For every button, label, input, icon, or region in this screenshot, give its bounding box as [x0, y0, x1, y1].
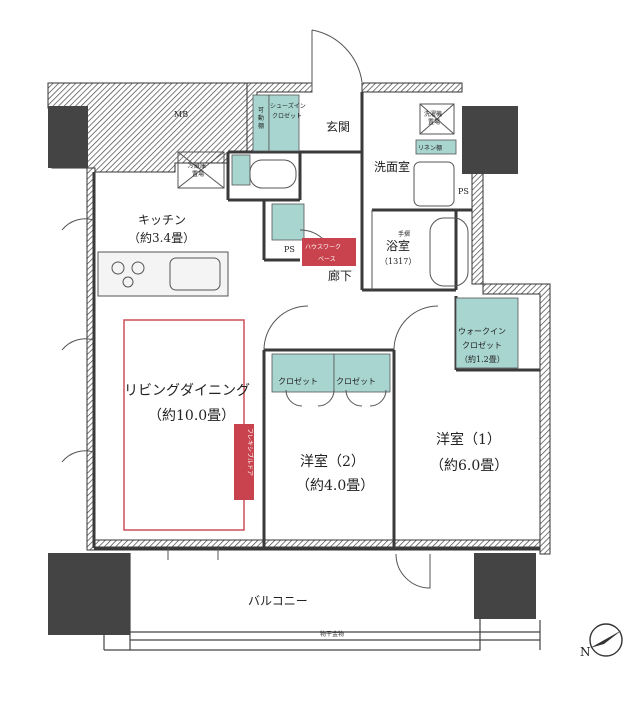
hallway-label: 廊下	[328, 268, 352, 283]
closets	[231, 94, 519, 393]
western2-size-label: （約4.0畳）	[296, 478, 374, 494]
housework-label-2: ベース	[318, 256, 336, 263]
closet-b-label: クロゼット	[336, 376, 376, 386]
flexible-door-box	[234, 424, 254, 500]
stove-burner-icon	[122, 276, 134, 288]
fridge-space-label-2: 置場	[192, 170, 204, 178]
walkin-label-1: ウォークイン	[458, 327, 506, 336]
fixtures	[97, 103, 469, 297]
housework-label-1: ハウスワーク	[305, 243, 341, 251]
western1-size-label: （約6.0畳）	[430, 458, 508, 474]
exterior-walls	[47, 82, 551, 555]
structural-columns	[48, 106, 536, 635]
shoes-closet-label-2: クロゼット	[272, 112, 302, 120]
balcony-label: バルコニー	[248, 594, 308, 608]
handrail-label: 手摺	[398, 230, 410, 238]
mb-label: MB	[174, 110, 188, 119]
sink-icon	[169, 257, 221, 291]
bathtub-icon	[429, 217, 469, 287]
bath-size-label: （1317）	[380, 257, 416, 266]
fridge-space-label-1: 冷蔵庫	[188, 162, 206, 170]
door-swings	[263, 29, 439, 589]
north-compass: N	[580, 623, 623, 659]
walkin-label-3: （約1.2畳）	[460, 354, 505, 364]
western1-label: 洋室（1）	[436, 431, 501, 448]
ps-hall-label: PS	[284, 245, 295, 254]
living-size-label: （約10.0畳）	[148, 408, 235, 424]
bath-label: 浴室	[386, 238, 410, 253]
stove-burner-icon	[131, 261, 145, 275]
movable-shelf-label-3: 棚	[258, 122, 264, 130]
walkin-label-2: クロゼット	[462, 340, 502, 350]
accent-markings	[123, 238, 356, 531]
kitchen-size-label: （約3.4畳）	[128, 230, 195, 245]
drying-hardware-label: 物干金物	[320, 630, 344, 638]
washroom-label: 洗面室	[374, 159, 410, 174]
living-furniture-outline	[123, 319, 245, 531]
interior-walls	[92, 92, 540, 550]
windows	[61, 218, 219, 560]
movable-shelf-label-2: 動	[258, 114, 264, 122]
shoes-closet-label-1: シューズイン	[270, 102, 306, 110]
kitchen-label: キッチン	[138, 213, 186, 227]
flexible-door-label: フレキシブルドア	[246, 428, 254, 476]
fridge-space	[177, 151, 225, 189]
ps-right-label: PS	[458, 187, 469, 196]
living-label: リビングダイニング	[124, 383, 250, 399]
movable-shelf-label-1: 可	[258, 107, 264, 114]
north-label: N	[580, 645, 591, 659]
washer-space-label-1: 洗濯機	[424, 110, 442, 118]
washbasin-icon	[413, 161, 455, 207]
entrance-label: 玄関	[326, 119, 350, 134]
washer-space-label-2: 置場	[428, 118, 440, 126]
linen-shelf-label: リネン棚	[418, 144, 442, 152]
stove-burner-icon	[111, 261, 125, 275]
western2-label: 洋室（2）	[300, 453, 365, 470]
housework-base-box	[302, 238, 356, 266]
washer-space	[419, 103, 455, 135]
closet-a-label: クロゼット	[278, 376, 318, 386]
balcony-outline	[103, 553, 541, 651]
toilet-icon	[249, 159, 297, 189]
